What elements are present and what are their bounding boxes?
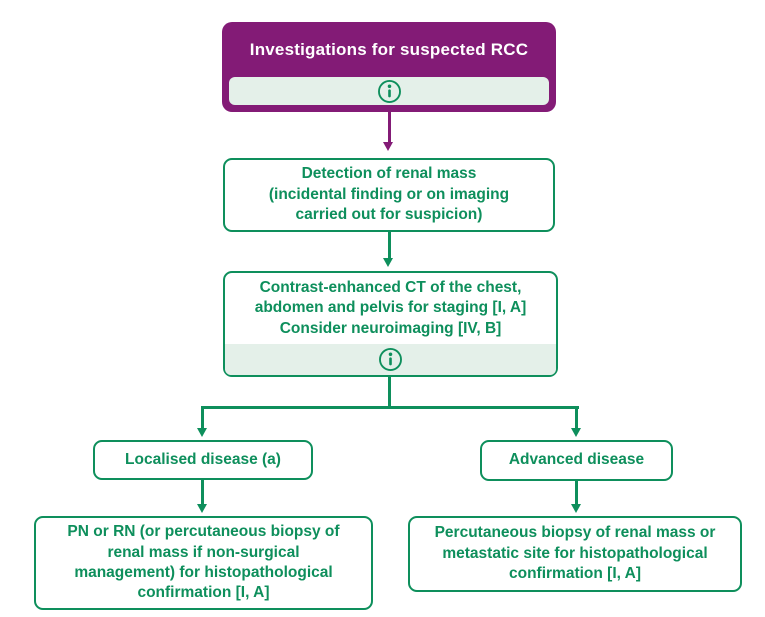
branch-left-line [201, 406, 204, 429]
flowchart-title: Investigations for suspected RCC [249, 39, 529, 59]
ct-info-button[interactable] [225, 344, 556, 375]
connector-localised-action-line [201, 480, 204, 505]
connector-detection-ct-arrowhead [383, 258, 393, 267]
detection-node: Detection of renal mass (incidental find… [223, 158, 555, 232]
branch-horizontal-line [201, 406, 579, 409]
localised-action-node: PN or RN (or percutaneous biopsy of rena… [34, 516, 373, 610]
detection-text: Detection of renal mass (incidental find… [268, 165, 510, 224]
localised-action-text: PN or RN (or percutaneous biopsy of rena… [67, 523, 340, 602]
advanced-action-node: Percutaneous biopsy of renal mass or met… [408, 516, 742, 592]
branch-stem-line [388, 377, 391, 408]
ct-staging-text: Contrast-enhanced CT of the chest, abdom… [254, 278, 527, 337]
advanced-disease-label: Advanced disease [508, 451, 645, 469]
connector-localised-action-arrowhead [197, 504, 207, 513]
connector-advanced-action-line [575, 481, 578, 505]
advanced-disease-node: Advanced disease [480, 440, 673, 481]
localised-disease-node: Localised disease (a) [93, 440, 313, 480]
advanced-action-text: Percutaneous biopsy of renal mass or met… [434, 524, 716, 583]
connector-detection-ct-line [388, 232, 391, 259]
branch-right-line [575, 406, 578, 429]
connector-advanced-action-arrowhead [571, 504, 581, 513]
info-icon [377, 79, 401, 103]
header-node: Investigations for suspected RCC [222, 22, 556, 112]
connector-header-detection-arrowhead [383, 142, 393, 151]
branch-right-arrowhead [571, 428, 581, 437]
info-icon [379, 348, 402, 371]
header-info-button[interactable] [229, 77, 549, 105]
branch-left-arrowhead [197, 428, 207, 437]
connector-header-detection-line [388, 112, 391, 142]
localised-disease-label: Localised disease (a) [125, 450, 281, 468]
ct-staging-node: Contrast-enhanced CT of the chest, abdom… [223, 271, 558, 377]
